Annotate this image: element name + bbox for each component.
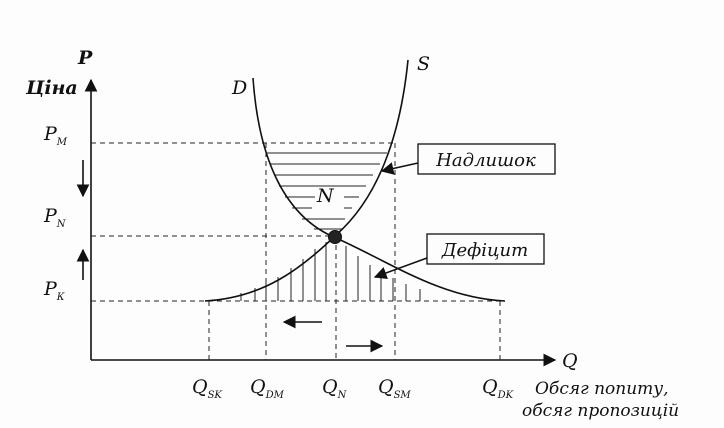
surplus-callout: Надлишок (380, 143, 556, 175)
svg-text:Дефіцит: Дефіцит (441, 240, 528, 261)
demand-curve-label: D (231, 77, 247, 99)
guide-lines (91, 142, 501, 360)
deficit-callout: Дефіцит (373, 233, 545, 280)
x-axis-symbol: Q (562, 350, 578, 372)
quantity-label-sk: QSK (192, 376, 222, 401)
quantity-label-dm: QDM (250, 376, 285, 401)
equilibrium-point-marker (328, 230, 342, 244)
y-axis-symbol: P (77, 47, 93, 69)
quantity-label-sm: QSM (378, 376, 411, 401)
svg-text:Надлишок: Надлишок (435, 150, 536, 171)
quantity-label-dk: QDK (482, 376, 514, 401)
price-label-max: PМ (43, 123, 68, 148)
x-axis-caption-line1: Обсяг попиту, (535, 379, 669, 399)
y-axis-label: Ціна (25, 77, 78, 99)
demand-curve (252, 77, 506, 302)
equilibrium-point-label: N (316, 185, 335, 207)
supply-curve-label: S (417, 53, 430, 75)
quantity-label-n: QN (322, 376, 348, 401)
price-label-equilibrium: PN (43, 205, 67, 230)
price-label-min: PК (43, 278, 65, 303)
x-axis-caption-line2: обсяг пропозицій (522, 401, 679, 421)
deficit-hatching (240, 242, 421, 301)
